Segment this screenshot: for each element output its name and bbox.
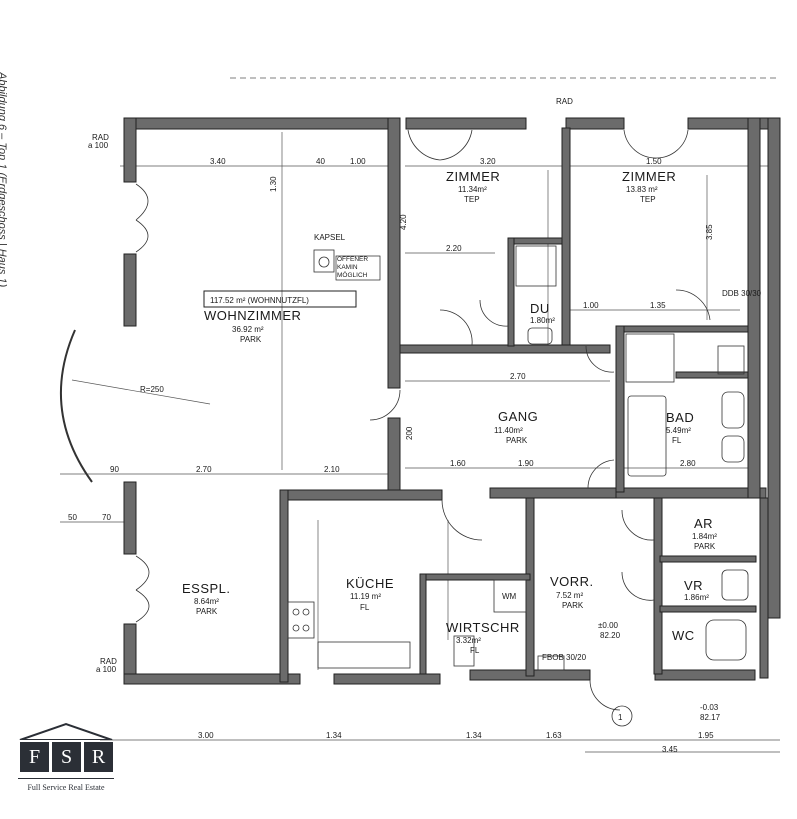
esspl-label: ESSPL. [182,581,231,596]
bad-label: BAD [666,410,694,425]
du-label: DU [530,301,550,316]
wohnzimmer-floor: PARK [240,335,262,344]
kamin-note-box [335,255,381,281]
zimmer1-floor: TEP [464,195,480,204]
vorr-floor: PARK [562,601,584,610]
dim-label: 50 [68,513,77,522]
zimmer2-area: 13.83 m² [626,185,658,194]
vr-area: 1.86m² [684,593,709,602]
dim-label: 90 [110,465,119,474]
dim-label: 4.20 [399,214,408,230]
level-label: 82.17 [700,713,721,722]
fsr-logo: F S R Full Service Real Estate [18,722,114,802]
logo-company-name: Full Service Real Estate [18,778,114,792]
dim-label: 2.10 [324,465,340,474]
wirtschr-area: 3.32m² [456,636,481,645]
logo-letters: F S R [20,742,113,772]
dim-label: 1.00 [350,157,366,166]
gang-label: GANG [498,409,538,424]
dim-label: 1.63 [546,731,562,740]
logo-letter: R [84,742,113,772]
figure-caption-text: Abbildung 6 – Top 1 (Erdgeschoss | Haus … [0,72,8,288]
dim-label: 40 [316,157,325,166]
bad-floor: FL [672,436,682,445]
room-labels: 117.52 m² (WOHNNUTZFL) WOHNZIMMER 36.92 … [182,169,717,655]
house-roof-icon [19,722,113,740]
ar-label: AR [694,516,713,531]
esspl-area: 8.64m² [194,597,219,606]
kapsel-label: KAPSEL [314,233,346,242]
wohn-area-label: 117.52 m² (WOHNNUTZFL) [210,296,309,305]
dim-label: 2.70 [196,465,212,474]
dimension-lines [60,77,780,753]
vorr-area: 7.52 m² [556,591,583,600]
wirtschr-label: WIRTSCHR [446,620,520,635]
dim-label: 1.90 [518,459,534,468]
rad-label: RAD [100,657,117,666]
ddb-label: DDB 30/30 [722,289,762,298]
dim-label: 1.00 [583,301,599,310]
dim-label: 3.40 [210,157,226,166]
rad-size: a 100 [96,665,117,674]
logo-letter: F [20,742,49,772]
vorr-label: VORR. [550,574,594,589]
gang-floor: PARK [506,436,528,445]
zimmer1-area: 11.34m² [458,185,487,194]
rad-label: RAD [556,97,573,106]
ar-area: 1.84m² [692,532,717,541]
esspl-floor: PARK [196,607,218,616]
dim-label: 1.34 [466,731,482,740]
dimension-labels: 3.40 40 1.00 3.20 1.50 2.20 1.00 1.35 2.… [68,97,762,754]
dim-label: 1.60 [450,459,466,468]
wirtschr-floor: FL [470,646,480,655]
vr-label: VR [684,578,703,593]
du-area: 1.80m² [530,316,555,325]
rad-label: RAD [92,133,109,142]
radius-label: R=250 [140,385,164,394]
kueche-floor: FL [360,603,370,612]
dim-label: 70 [102,513,111,522]
dim-label: 200 [405,426,414,440]
dim-label: 3.85 [705,224,714,240]
wohn-area-box [203,290,357,308]
fixtures [287,245,749,727]
dim-label: 1.30 [269,176,278,192]
rad-size: a 100 [88,141,109,150]
dim-label: 2.80 [680,459,696,468]
dim-label: 1.50 [646,157,662,166]
kueche-area: 11.19 m² [350,592,381,601]
dim-label: 3.45 [662,745,678,754]
door-swings [59,129,711,711]
gang-area: 11.40m² [494,426,523,435]
level-label: 82.20 [600,631,621,640]
kamin-note: OFFENER KAMIN MÖGLICH [337,256,369,279]
wc-label: WC [672,628,695,643]
figure-caption: Abbildung 6 – Top 1 (Erdgeschoss | Haus … [0,72,8,372]
dim-label: 1.34 [326,731,342,740]
dim-label: 3.00 [198,731,214,740]
dim-label: 1.35 [650,301,666,310]
wohnzimmer-label: WOHNZIMMER [204,308,301,323]
zimmer2-floor: TEP [640,195,656,204]
wohnzimmer-area: 36.92 m² [232,325,264,334]
level-label: -0.03 [700,703,719,712]
marker-number: 1 [618,713,623,722]
zimmer2-label: ZIMMER [622,169,676,184]
zimmer1-label: ZIMMER [446,169,500,184]
level-label: ±0.00 [598,621,619,630]
logo-letter: S [52,742,81,772]
dim-label: 3.20 [480,157,496,166]
wm-label: WM [502,592,517,601]
ar-floor: PARK [694,542,716,551]
dim-label: 1.95 [698,731,714,740]
fbob-label: FBOB 30/20 [542,653,587,662]
walls [123,117,781,685]
kueche-label: KÜCHE [346,576,394,591]
bad-area: 5.49m² [666,426,691,435]
dim-label: 2.20 [446,244,462,253]
dim-label: 2.70 [510,372,526,381]
